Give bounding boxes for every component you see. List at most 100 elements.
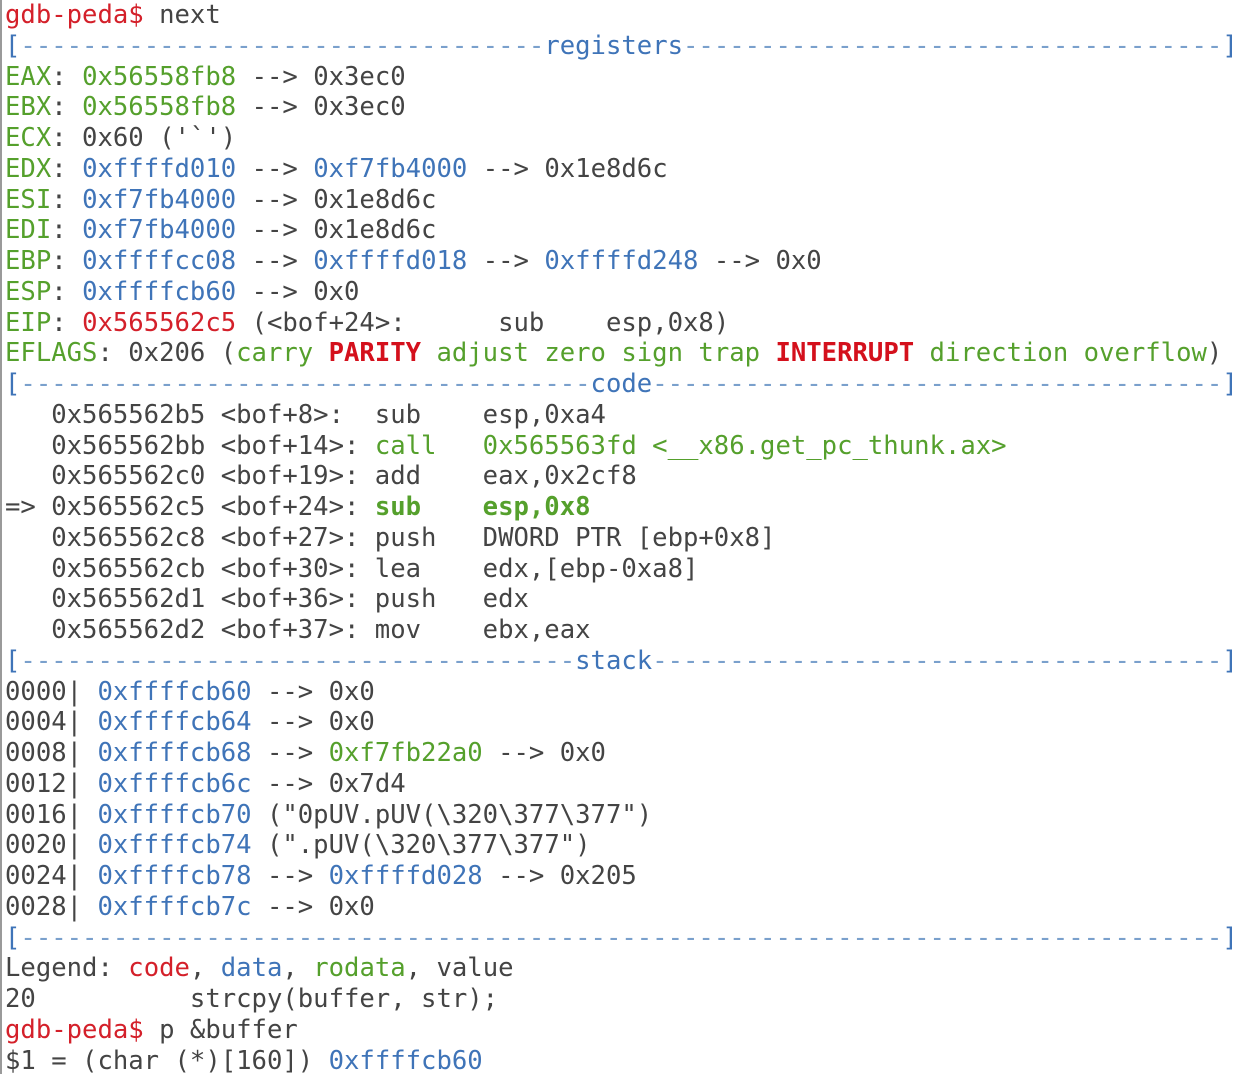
terminal-text-segment: ----------------------------------------… xyxy=(20,923,1222,953)
terminal-text-segment: rodata xyxy=(313,953,405,983)
terminal-text-segment: EBP xyxy=(5,246,51,276)
terminal-text-segment: 0x565562b5 <bof+8>: sub esp,0xa4 xyxy=(5,400,606,430)
terminal-line: EBX: 0x56558fb8 --> 0x3ec0 xyxy=(5,92,1240,123)
terminal-text-segment: ] xyxy=(1222,369,1237,399)
terminal-line: 0x565562c8 <bof+27>: push DWORD PTR [ebp… xyxy=(5,523,1240,554)
terminal-text-segment: --> 0x0 xyxy=(252,707,375,737)
terminal-text-segment: 0020| xyxy=(5,830,97,860)
terminal-line: 0x565562c0 <bof+19>: add eax,0x2cf8 xyxy=(5,461,1240,492)
terminal-text-segment: code xyxy=(128,953,190,983)
terminal-text-segment: 0x565562c5 xyxy=(82,308,236,338)
terminal-line: Legend: code, data, rodata, value xyxy=(5,953,1240,984)
terminal-line: 0x565562b5 <bof+8>: sub esp,0xa4 xyxy=(5,400,1240,431)
terminal-text-segment: EIP xyxy=(5,308,51,338)
terminal-text-segment: ("0pUV.pUV(\320\377\377") xyxy=(252,800,653,830)
terminal-text-segment: --> 0x0 xyxy=(236,277,359,307)
terminal-line: 0020| 0xffffcb74 (".pUV(\320\377\377") xyxy=(5,830,1240,861)
terminal-text-segment: --> xyxy=(236,246,313,276)
terminal-text-segment: ) xyxy=(1207,338,1222,368)
terminal-text-segment: 0xffffcc08 xyxy=(82,246,236,276)
terminal-line: => 0x565562c5 <bof+24>: sub esp,0x8 xyxy=(5,492,1240,523)
terminal-text-segment: 0xffffcb74 xyxy=(97,830,251,860)
terminal-line: 0004| 0xffffcb64 --> 0x0 xyxy=(5,707,1240,738)
terminal-line: 0012| 0xffffcb6c --> 0x7d4 xyxy=(5,769,1240,800)
terminal-text-segment: sub esp,0x8 xyxy=(375,492,591,522)
terminal-text-segment: ---------------------------------- xyxy=(20,31,544,61)
terminal-line: EDX: 0xffffd010 --> 0xf7fb4000 --> 0x1e8… xyxy=(5,154,1240,185)
terminal-text-segment: 0x56558fb8 xyxy=(82,92,236,122)
terminal-text-segment: ------------------------------------- xyxy=(20,369,590,399)
terminal-text-segment: ------------------------------------- xyxy=(652,369,1222,399)
terminal-line: EFLAGS: 0x206 (carry PARITY adjust zero … xyxy=(5,338,1240,369)
terminal-text-segment: : xyxy=(51,246,82,276)
terminal-text-segment: 0016| xyxy=(5,800,97,830)
terminal-text-segment: gdb-peda$ xyxy=(5,0,159,30)
terminal-line: 0x565562d1 <bof+36>: push edx xyxy=(5,584,1240,615)
terminal-text-segment: 0024| xyxy=(5,861,97,891)
terminal-text-segment: [ xyxy=(5,369,20,399)
terminal-line: ESP: 0xffffcb60 --> 0x0 xyxy=(5,277,1240,308)
terminal-text-segment: 0012| xyxy=(5,769,97,799)
terminal-line: 0024| 0xffffcb78 --> 0xffffd028 --> 0x20… xyxy=(5,861,1240,892)
terminal-text-segment: 0xffffcb68 xyxy=(97,738,251,768)
terminal-line: 0x565562cb <bof+30>: lea edx,[ebp-0xa8] xyxy=(5,554,1240,585)
terminal-text-segment: ] xyxy=(1222,923,1237,953)
terminal-text-segment: --> 0x0 xyxy=(252,677,375,707)
terminal-text-segment: 0xffffcb60 xyxy=(97,677,251,707)
terminal-text-segment: , value xyxy=(406,953,514,983)
terminal-text-segment: --> 0x1e8d6c xyxy=(236,185,436,215)
terminal-text-segment: : xyxy=(51,277,82,307)
terminal-text-segment: --> 0x205 xyxy=(483,861,637,891)
terminal-text-segment: 0xffffcb70 xyxy=(97,800,251,830)
terminal-text-segment: --> xyxy=(467,246,544,276)
terminal-text-segment: ------------------------------------- xyxy=(652,646,1222,676)
terminal-text-segment: EFLAGS xyxy=(5,338,97,368)
terminal-text-segment: ------------------------------------ xyxy=(20,646,575,676)
terminal-text-segment: : 0x60 ('`') xyxy=(51,123,236,153)
terminal-text-segment: --> 0x0 xyxy=(698,246,821,276)
terminal-text-segment: EDX xyxy=(5,154,51,184)
terminal-text-segment: --> 0x0 xyxy=(252,892,375,922)
terminal-text-segment: => 0x565562c5 <bof+24>: xyxy=(5,492,375,522)
terminal-text-segment: 0xf7fb22a0 xyxy=(329,738,483,768)
terminal-text-segment: 0xf7fb4000 xyxy=(82,185,236,215)
terminal-text-segment: --> 0x0 xyxy=(483,738,606,768)
terminal-text-segment: direction overflow xyxy=(914,338,1207,368)
terminal-text-segment: 0xffffcb60 xyxy=(82,277,236,307)
terminal-line: EDI: 0xf7fb4000 --> 0x1e8d6c xyxy=(5,215,1240,246)
terminal-text-segment: --> xyxy=(236,154,313,184)
terminal-line: 20 strcpy(buffer, str); xyxy=(5,984,1240,1015)
terminal-line: [------------------------------------sta… xyxy=(5,646,1240,677)
terminal-text-segment: 0008| xyxy=(5,738,97,768)
terminal-text-segment: [ xyxy=(5,646,20,676)
terminal-text-segment: 0xf7fb4000 xyxy=(82,215,236,245)
terminal-text-segment: 0x565562cb <bof+30>: lea edx,[ebp-0xa8] xyxy=(5,554,698,584)
terminal-line: EBP: 0xffffcc08 --> 0xffffd018 --> 0xfff… xyxy=(5,246,1240,277)
terminal-text-segment: 0xffffd018 xyxy=(313,246,467,276)
terminal-text-segment: 0xf7fb4000 xyxy=(313,154,467,184)
terminal-line: gdb-peda$ p &buffer xyxy=(5,1015,1240,1046)
terminal-text-segment: --> 0x7d4 xyxy=(252,769,406,799)
terminal-line: [-------------------------------------co… xyxy=(5,369,1240,400)
terminal-line: 0028| 0xffffcb7c --> 0x0 xyxy=(5,892,1240,923)
terminal-text-segment: ----------------------------------- xyxy=(683,31,1222,61)
terminal-text-segment: [ xyxy=(5,923,20,953)
terminal-text-segment: 0xffffd028 xyxy=(329,861,483,891)
terminal-text-segment: ESP xyxy=(5,277,51,307)
terminal-text-segment: ] xyxy=(1222,31,1237,61)
terminal-text-segment: : 0x206 ( xyxy=(97,338,236,368)
terminal-text-segment: : xyxy=(51,215,82,245)
terminal-text-segment: 0x565562d2 <bof+37>: mov ebx,eax xyxy=(5,615,591,645)
terminal-line: gdb-peda$ next xyxy=(5,0,1240,31)
terminal-text-segment: --> 0x1e8d6c xyxy=(236,215,436,245)
terminal-text-segment: EDI xyxy=(5,215,51,245)
terminal-text-segment: adjust zero sign trap xyxy=(421,338,775,368)
terminal-line: 0016| 0xffffcb70 ("0pUV.pUV(\320\377\377… xyxy=(5,800,1240,831)
terminal-text-segment: 0x565562c8 <bof+27>: push DWORD PTR [ebp… xyxy=(5,523,775,553)
terminal-text-segment: 0xffffcb64 xyxy=(97,707,251,737)
terminal-text-segment: call 0x565563fd <__x86.get_pc_thunk.ax> xyxy=(375,431,1007,461)
terminal-text-segment: ] xyxy=(1222,646,1237,676)
terminal-line: ECX: 0x60 ('`') xyxy=(5,123,1240,154)
terminal-text-segment: : xyxy=(51,154,82,184)
